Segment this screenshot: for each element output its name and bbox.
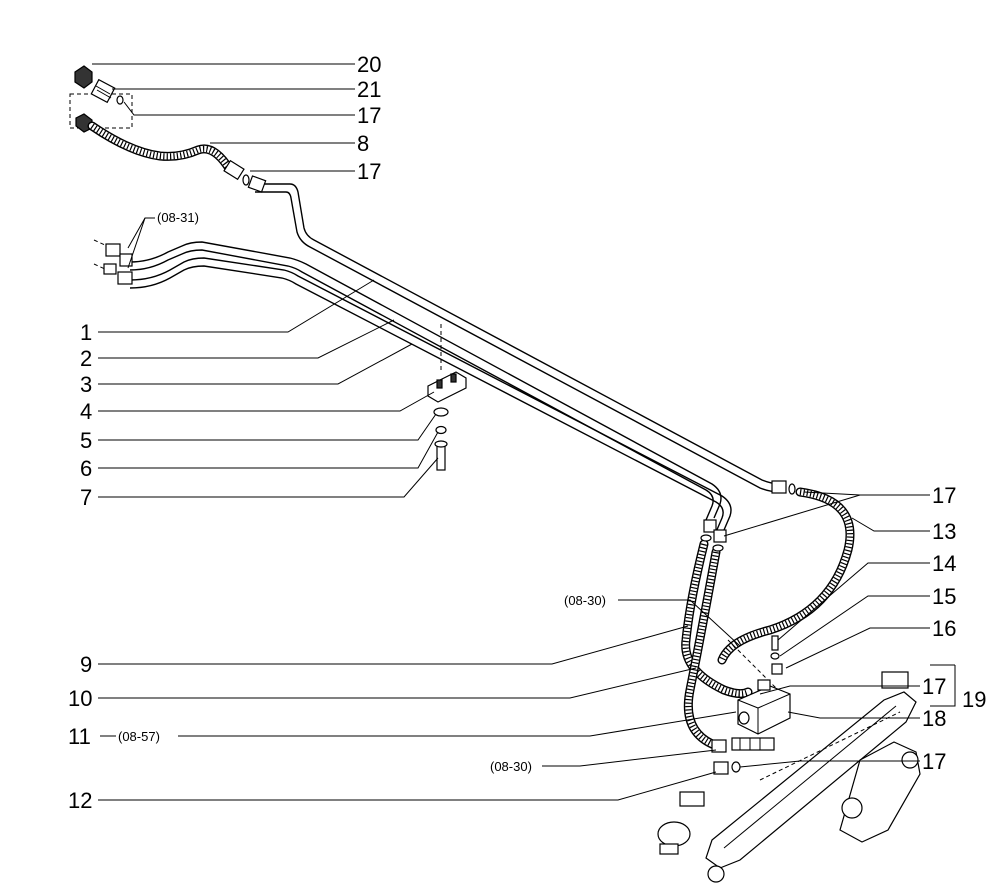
washer-15 — [770, 652, 780, 660]
callout-2: 2 — [80, 346, 92, 371]
callout-7: 7 — [80, 485, 92, 510]
callout-17: 17 — [932, 483, 956, 508]
callout-17: 17 — [922, 674, 946, 699]
callout-3: 3 — [80, 372, 92, 397]
flexible-hoses — [87, 121, 855, 749]
pipe-upper — [255, 183, 781, 485]
callout-20: 20 — [357, 52, 381, 77]
callout-10: 10 — [68, 686, 92, 711]
ref-08-57: (08-57) — [118, 729, 160, 744]
callout-12: 12 — [68, 788, 92, 813]
rigid-pipes — [129, 183, 781, 533]
arm-beam — [705, 691, 917, 869]
reference-labels: (08-31) (08-30) (08-57) (08-30) — [100, 210, 606, 774]
clamp-4 — [427, 371, 467, 403]
callout-11: 11 — [68, 724, 91, 749]
pipe-1 — [129, 241, 722, 519]
callout-16: 16 — [932, 616, 956, 641]
callout-4: 4 — [80, 399, 92, 424]
screw-14 — [771, 635, 779, 651]
callout-14: 14 — [932, 551, 956, 576]
callout-13: 13 — [932, 519, 956, 544]
ref-08-30: (08-30) — [490, 759, 532, 774]
plug-16 — [771, 663, 783, 675]
ref-08-30: (08-30) — [564, 593, 606, 608]
loader-arm-reference — [657, 671, 921, 883]
top-fittings — [69, 65, 133, 133]
callout-labels: 20 21 17 8 17 1 2 3 4 5 6 7 17 13 14 15 … — [68, 52, 986, 813]
hose-fittings — [700, 480, 796, 775]
washer-5 — [433, 407, 449, 417]
callout-8: 8 — [357, 131, 369, 156]
callout-17: 17 — [357, 159, 381, 184]
callout-19: 19 — [962, 687, 986, 712]
adapter-21 — [90, 78, 116, 104]
nut-20 — [74, 65, 93, 89]
elbow-12 — [713, 761, 729, 775]
oring-17-top — [116, 95, 124, 105]
washer-6 — [435, 425, 447, 435]
callout-6: 6 — [80, 456, 92, 481]
oring-17-hose8 — [242, 174, 250, 186]
leader-lines — [92, 63, 956, 801]
clamp-assembly — [427, 324, 467, 471]
callout-15: 15 — [932, 584, 956, 609]
callout-21: 21 — [357, 77, 381, 102]
pipe-2 — [129, 257, 732, 531]
bolt-7 — [436, 443, 446, 471]
ref-08-31: (08-31) — [157, 210, 199, 225]
callout-1: 1 — [80, 320, 92, 345]
callout-17: 17 — [357, 103, 381, 128]
callout-9: 9 — [80, 652, 92, 677]
left-fittings — [93, 239, 133, 285]
callout-18: 18 — [922, 706, 946, 731]
valve-block-assembly — [727, 635, 791, 751]
callout-5: 5 — [80, 428, 92, 453]
callout-17: 17 — [922, 749, 946, 774]
